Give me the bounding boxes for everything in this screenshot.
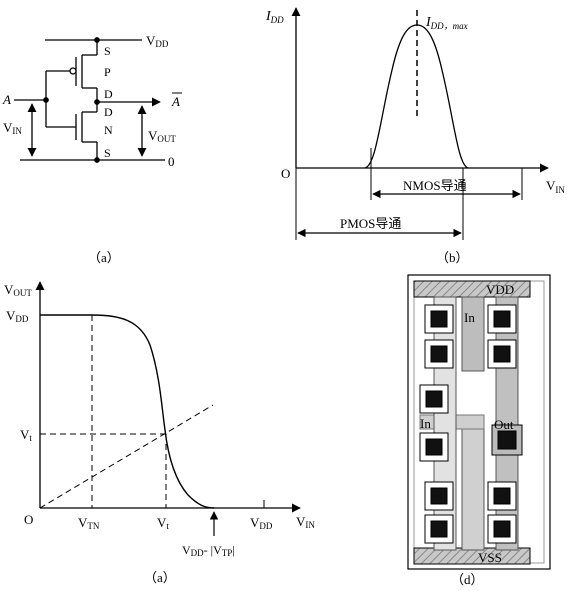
- idd-bell-curve: [364, 24, 469, 169]
- poly-gate-top: [461, 296, 485, 372]
- idd-chart: IDD IDD，max O VIN NMOS导通 PMOS导通 （b）: [265, 7, 565, 265]
- layout-in-top-label: In: [464, 310, 475, 325]
- cmos-layout: VDD VSS In In Out （d）: [407, 274, 551, 587]
- contacts: [419, 304, 523, 544]
- vtc-vt-tick: Vt: [20, 427, 32, 443]
- nmos-on-label: NMOS导通: [403, 178, 467, 193]
- vtc-vt-x-tick: Vt: [157, 515, 169, 531]
- caption-b: （b）: [436, 250, 469, 265]
- layout-vss-label: VSS: [478, 550, 502, 565]
- schematic-labels: VDD S P D D N S A A VIN VOUT 0 （a）: [2, 33, 182, 265]
- nmos-label: N: [104, 123, 113, 137]
- vtc-vdd-tick: VDD: [6, 308, 29, 324]
- output-a-bar-label: A: [171, 94, 180, 109]
- vin-label: VIN: [3, 120, 22, 136]
- idd-x-label: VIN: [546, 178, 565, 195]
- ground-label: 0: [168, 154, 175, 169]
- caption-a-top: （a）: [88, 250, 120, 265]
- vdd-minus-vtp-label: VDD- |VTP|: [182, 543, 235, 558]
- layout-vdd-label: VDD: [486, 282, 514, 297]
- vtc-y-label: VOUT: [4, 282, 32, 298]
- layout-out-label: Out: [494, 417, 514, 432]
- pmos-source-label: S: [104, 44, 111, 58]
- caption-a-bottom: （a）: [144, 570, 176, 585]
- pmos-drain-label: D: [104, 87, 113, 101]
- vtc-vtn-tick: VTN: [78, 515, 100, 531]
- idd-y-label: IDD: [265, 9, 284, 25]
- vtc-curve: [40, 314, 215, 509]
- caption-d: （d）: [451, 572, 484, 587]
- idd-max-label: IDD，max: [425, 15, 468, 31]
- idd-origin: O: [281, 166, 290, 181]
- cmos-inverter-schematic: [14, 37, 165, 163]
- vtc-x-label: VIN: [296, 514, 315, 530]
- layout-in-left-label: In: [420, 416, 431, 431]
- input-a-label: A: [2, 92, 11, 107]
- nmos-source-label: S: [104, 146, 111, 160]
- transfer-curve-chart: VOUT VDD Vt O VTN Vt VDD VIN VDD- |VTP| …: [4, 281, 315, 585]
- vtc-origin: O: [24, 512, 33, 527]
- pmos-on-label: PMOS导通: [340, 216, 401, 231]
- unity-gain-line: [39, 404, 214, 509]
- nmos-drain-label: D: [104, 105, 113, 119]
- pmos-label: P: [104, 65, 111, 79]
- vtc-vdd-x-tick: VDD: [250, 515, 273, 531]
- metal-left: [433, 296, 457, 551]
- poly-gate-bottom: [461, 427, 485, 551]
- vdd-label: VDD: [146, 33, 169, 49]
- vout-label: VOUT: [148, 128, 176, 144]
